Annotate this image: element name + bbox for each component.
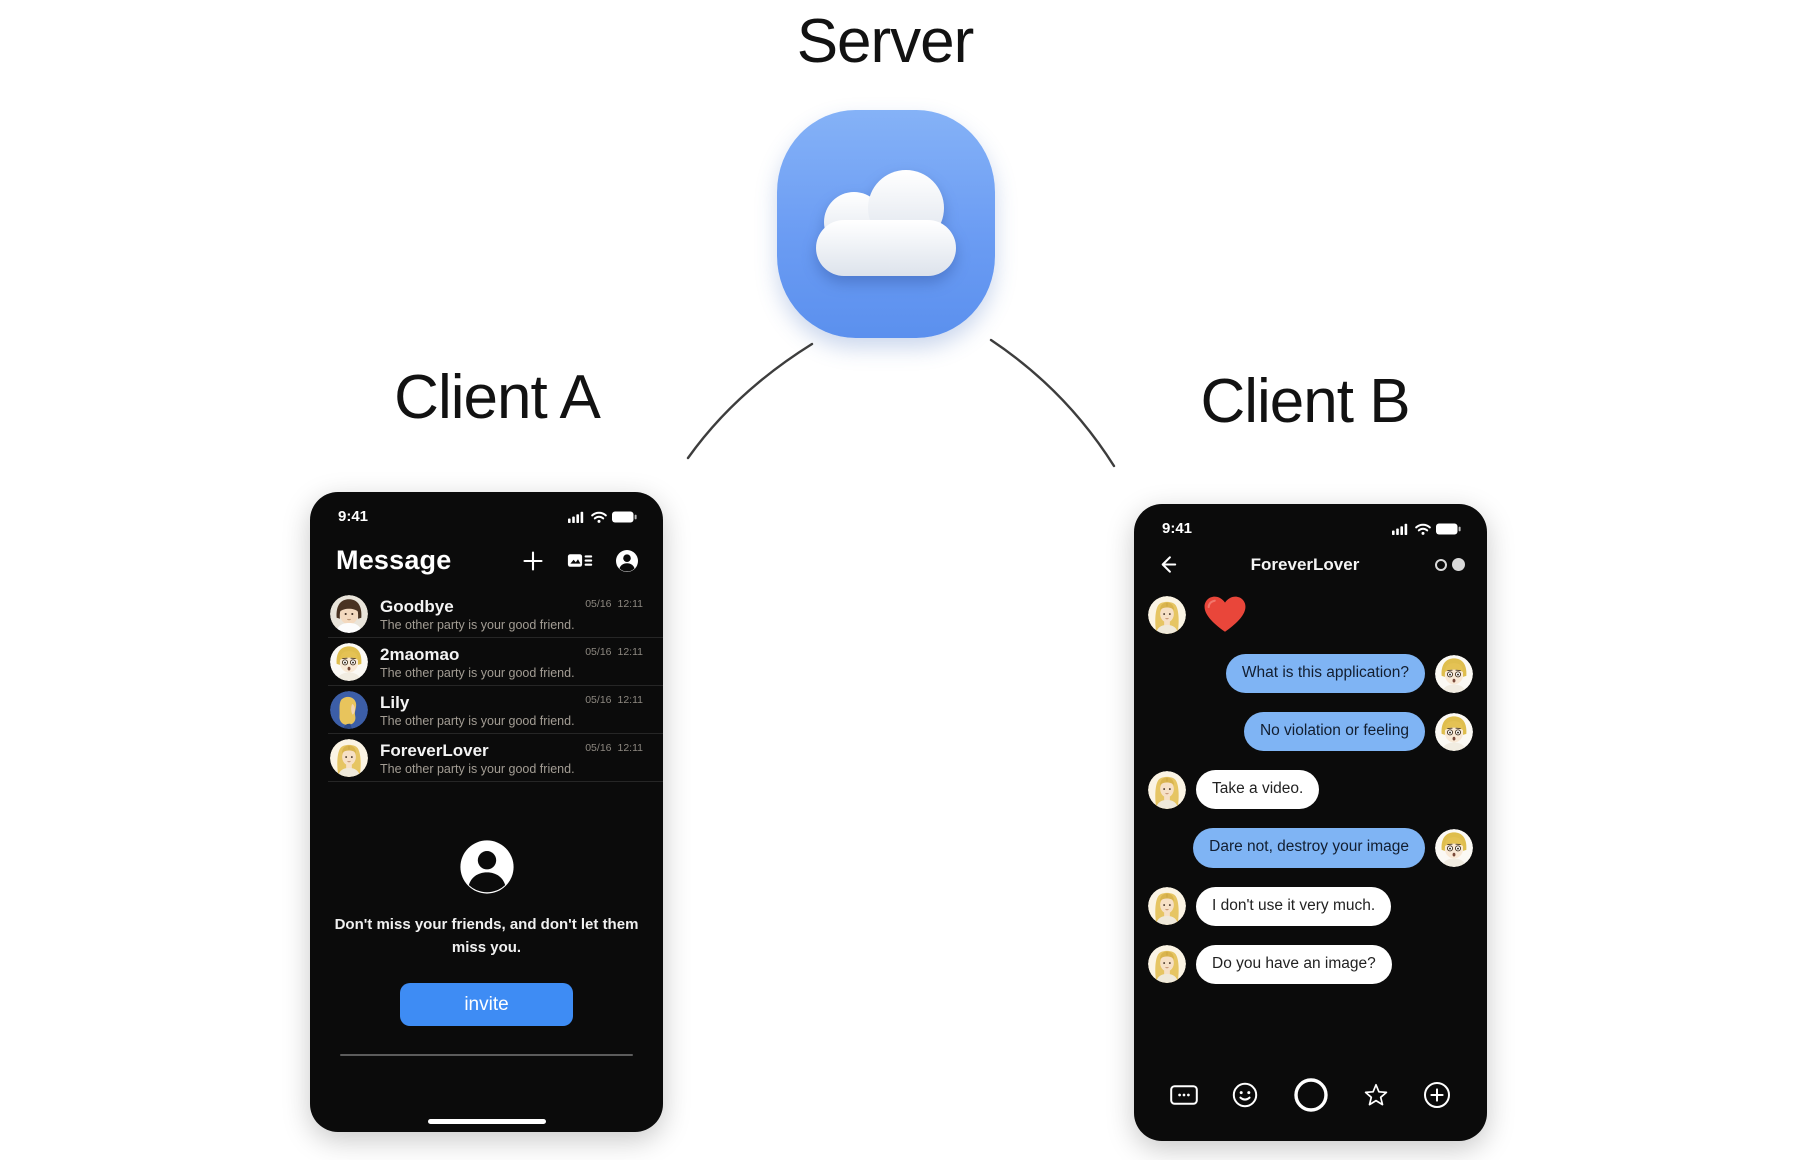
favorite-button[interactable] [1363, 1082, 1389, 1108]
conversation-row-2maomao[interactable]: 2maomao The other party is your good fri… [310, 638, 663, 686]
message-row [1148, 594, 1473, 635]
avatar-2maomao [1435, 829, 1473, 867]
cloud-glyph [816, 170, 956, 276]
message-row: Do you have an image? [1148, 944, 1473, 984]
message-row: I don't use it very much. [1148, 886, 1473, 926]
avatar-foreverlover [1148, 887, 1186, 925]
status-icons [568, 511, 637, 523]
add-button[interactable] [1423, 1081, 1451, 1109]
client-b-label: Client B [1200, 367, 1410, 436]
star-icon [1363, 1082, 1389, 1108]
server-to-client-b-line [989, 338, 1116, 468]
page-title: Message [336, 545, 452, 575]
keyboard-button[interactable] [1170, 1084, 1198, 1106]
avatar-foreverlover [330, 739, 368, 777]
profile-button[interactable] [615, 549, 639, 573]
wifi-icon [1415, 523, 1431, 535]
empty-state: Don't miss your friends, and don't let t… [310, 838, 663, 1026]
avatar-lily [330, 691, 368, 729]
add-circle-icon [1423, 1081, 1451, 1109]
incoming-bubble: I don't use it very much. [1196, 886, 1392, 926]
status-time: 9:41 [338, 508, 369, 525]
conversation-name: Goodbye [380, 596, 454, 616]
conversation-texts: 2maomao The other party is your good fri… [380, 644, 585, 680]
wifi-icon [591, 511, 607, 523]
conversation-texts: ForeverLover The other party is your goo… [380, 740, 585, 776]
server-label: Server [796, 7, 975, 76]
record-button[interactable] [1293, 1077, 1329, 1113]
avatar-foreverlover [1148, 596, 1186, 634]
status-time: 9:41 [1162, 520, 1193, 537]
avatar-2maomao [330, 643, 368, 681]
record-ring [1435, 558, 1447, 571]
status-icons [1392, 523, 1461, 535]
client-a-phone: 9:41 Message Goodbye [310, 492, 663, 1132]
message-row: Take a video. [1148, 770, 1473, 810]
avatar-foreverlover [1148, 771, 1186, 809]
conversation-preview: The other party is your good friend. [380, 618, 575, 633]
server-cloud-icon [777, 110, 995, 338]
conversation-texts: Goodbye The other party is your good fri… [380, 596, 585, 632]
conversation-preview: The other party is your good friend. [380, 762, 575, 777]
contacts-feed-icon [567, 550, 593, 572]
message-header: Message [310, 525, 663, 584]
outgoing-bubble: Dare not, destroy your image [1193, 828, 1425, 868]
conversation-name: Lily [380, 692, 410, 712]
outgoing-bubble: What is this application? [1225, 654, 1425, 694]
person-icon [458, 838, 516, 896]
conversation-row-lily[interactable]: Lily The other party is your good friend… [310, 686, 663, 734]
conversation-name: ForeverLover [380, 740, 489, 760]
client-a-label: Client A [394, 363, 601, 432]
status-bar: 9:41 [1134, 504, 1487, 537]
signal-icon [568, 511, 586, 523]
conversation-row-foreverlover[interactable]: ForeverLover The other party is your goo… [310, 734, 663, 782]
conversation-list: Goodbye The other party is your good fri… [310, 590, 663, 782]
chat-toolbar [1134, 1077, 1487, 1113]
conversation-name: 2maomao [380, 644, 460, 664]
message-list: What is this application? No violation o… [1134, 582, 1487, 984]
empty-state-text: Don't miss your friends, and don't let t… [334, 916, 639, 956]
new-chat-plus-button[interactable] [521, 549, 545, 573]
message-row: No violation or feeling [1148, 712, 1473, 752]
home-indicator[interactable] [427, 1119, 546, 1124]
server-to-client-a-line [686, 342, 814, 460]
incoming-bubble: Take a video. [1196, 770, 1320, 810]
profile-icon [615, 549, 639, 573]
plus-icon [521, 549, 545, 573]
contacts-feed-button[interactable] [567, 550, 593, 572]
conversation-preview: The other party is your good friend. [380, 714, 575, 729]
message-row: Dare not, destroy your image [1148, 828, 1473, 868]
record-circle-icon [1293, 1077, 1329, 1113]
record-dot [1452, 558, 1465, 571]
avatar-2maomao [1435, 655, 1473, 693]
message-row: What is this application? [1148, 654, 1473, 694]
avatar-foreverlover [1148, 945, 1186, 983]
conversation-texts: Lily The other party is your good friend… [380, 692, 585, 728]
emoji-icon [1232, 1082, 1258, 1108]
conversation-preview: The other party is your good friend. [380, 666, 575, 681]
outgoing-bubble: No violation or feeling [1243, 712, 1425, 752]
invite-button[interactable]: invite [400, 983, 573, 1026]
bottom-divider [340, 1054, 633, 1056]
conversation-row-goodbye[interactable]: Goodbye The other party is your good fri… [310, 590, 663, 638]
chat-title: ForeverLover [1250, 554, 1360, 574]
signal-icon [1392, 523, 1410, 535]
chat-header: ForeverLover [1134, 537, 1487, 582]
avatar-2maomao [1435, 713, 1473, 751]
status-bar: 9:41 [310, 492, 663, 525]
battery-icon [612, 511, 637, 523]
red-heart-emoji [1202, 594, 1248, 635]
incoming-bubble: Do you have an image? [1196, 944, 1392, 984]
record-dots-icon[interactable] [1435, 558, 1465, 571]
keyboard-icon [1170, 1084, 1198, 1106]
avatar-goodbye [330, 595, 368, 633]
client-b-phone: 9:41 ForeverLover What is thi [1134, 504, 1487, 1141]
emoji-button[interactable] [1232, 1082, 1258, 1108]
battery-icon [1436, 523, 1461, 535]
